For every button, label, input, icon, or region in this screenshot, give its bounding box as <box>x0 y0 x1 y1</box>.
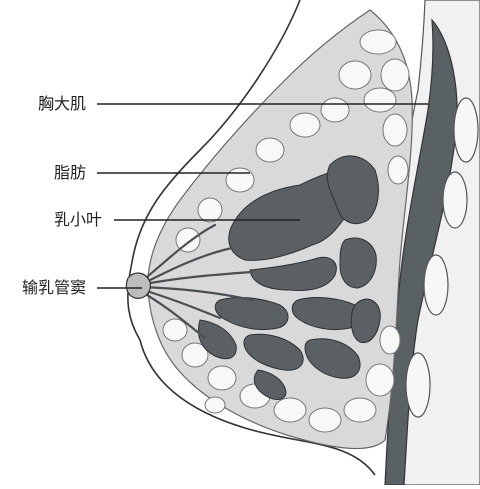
rib <box>406 353 430 417</box>
nipple <box>126 273 150 298</box>
label-lactiferous-sinus: 输乳管窦 <box>22 279 86 297</box>
rib <box>443 172 467 228</box>
rib <box>454 98 478 162</box>
label-pectoralis-major: 胸大肌 <box>38 95 86 113</box>
rib <box>424 255 448 315</box>
label-fat: 脂肪 <box>54 164 86 182</box>
label-lobule: 乳小叶 <box>54 211 102 229</box>
